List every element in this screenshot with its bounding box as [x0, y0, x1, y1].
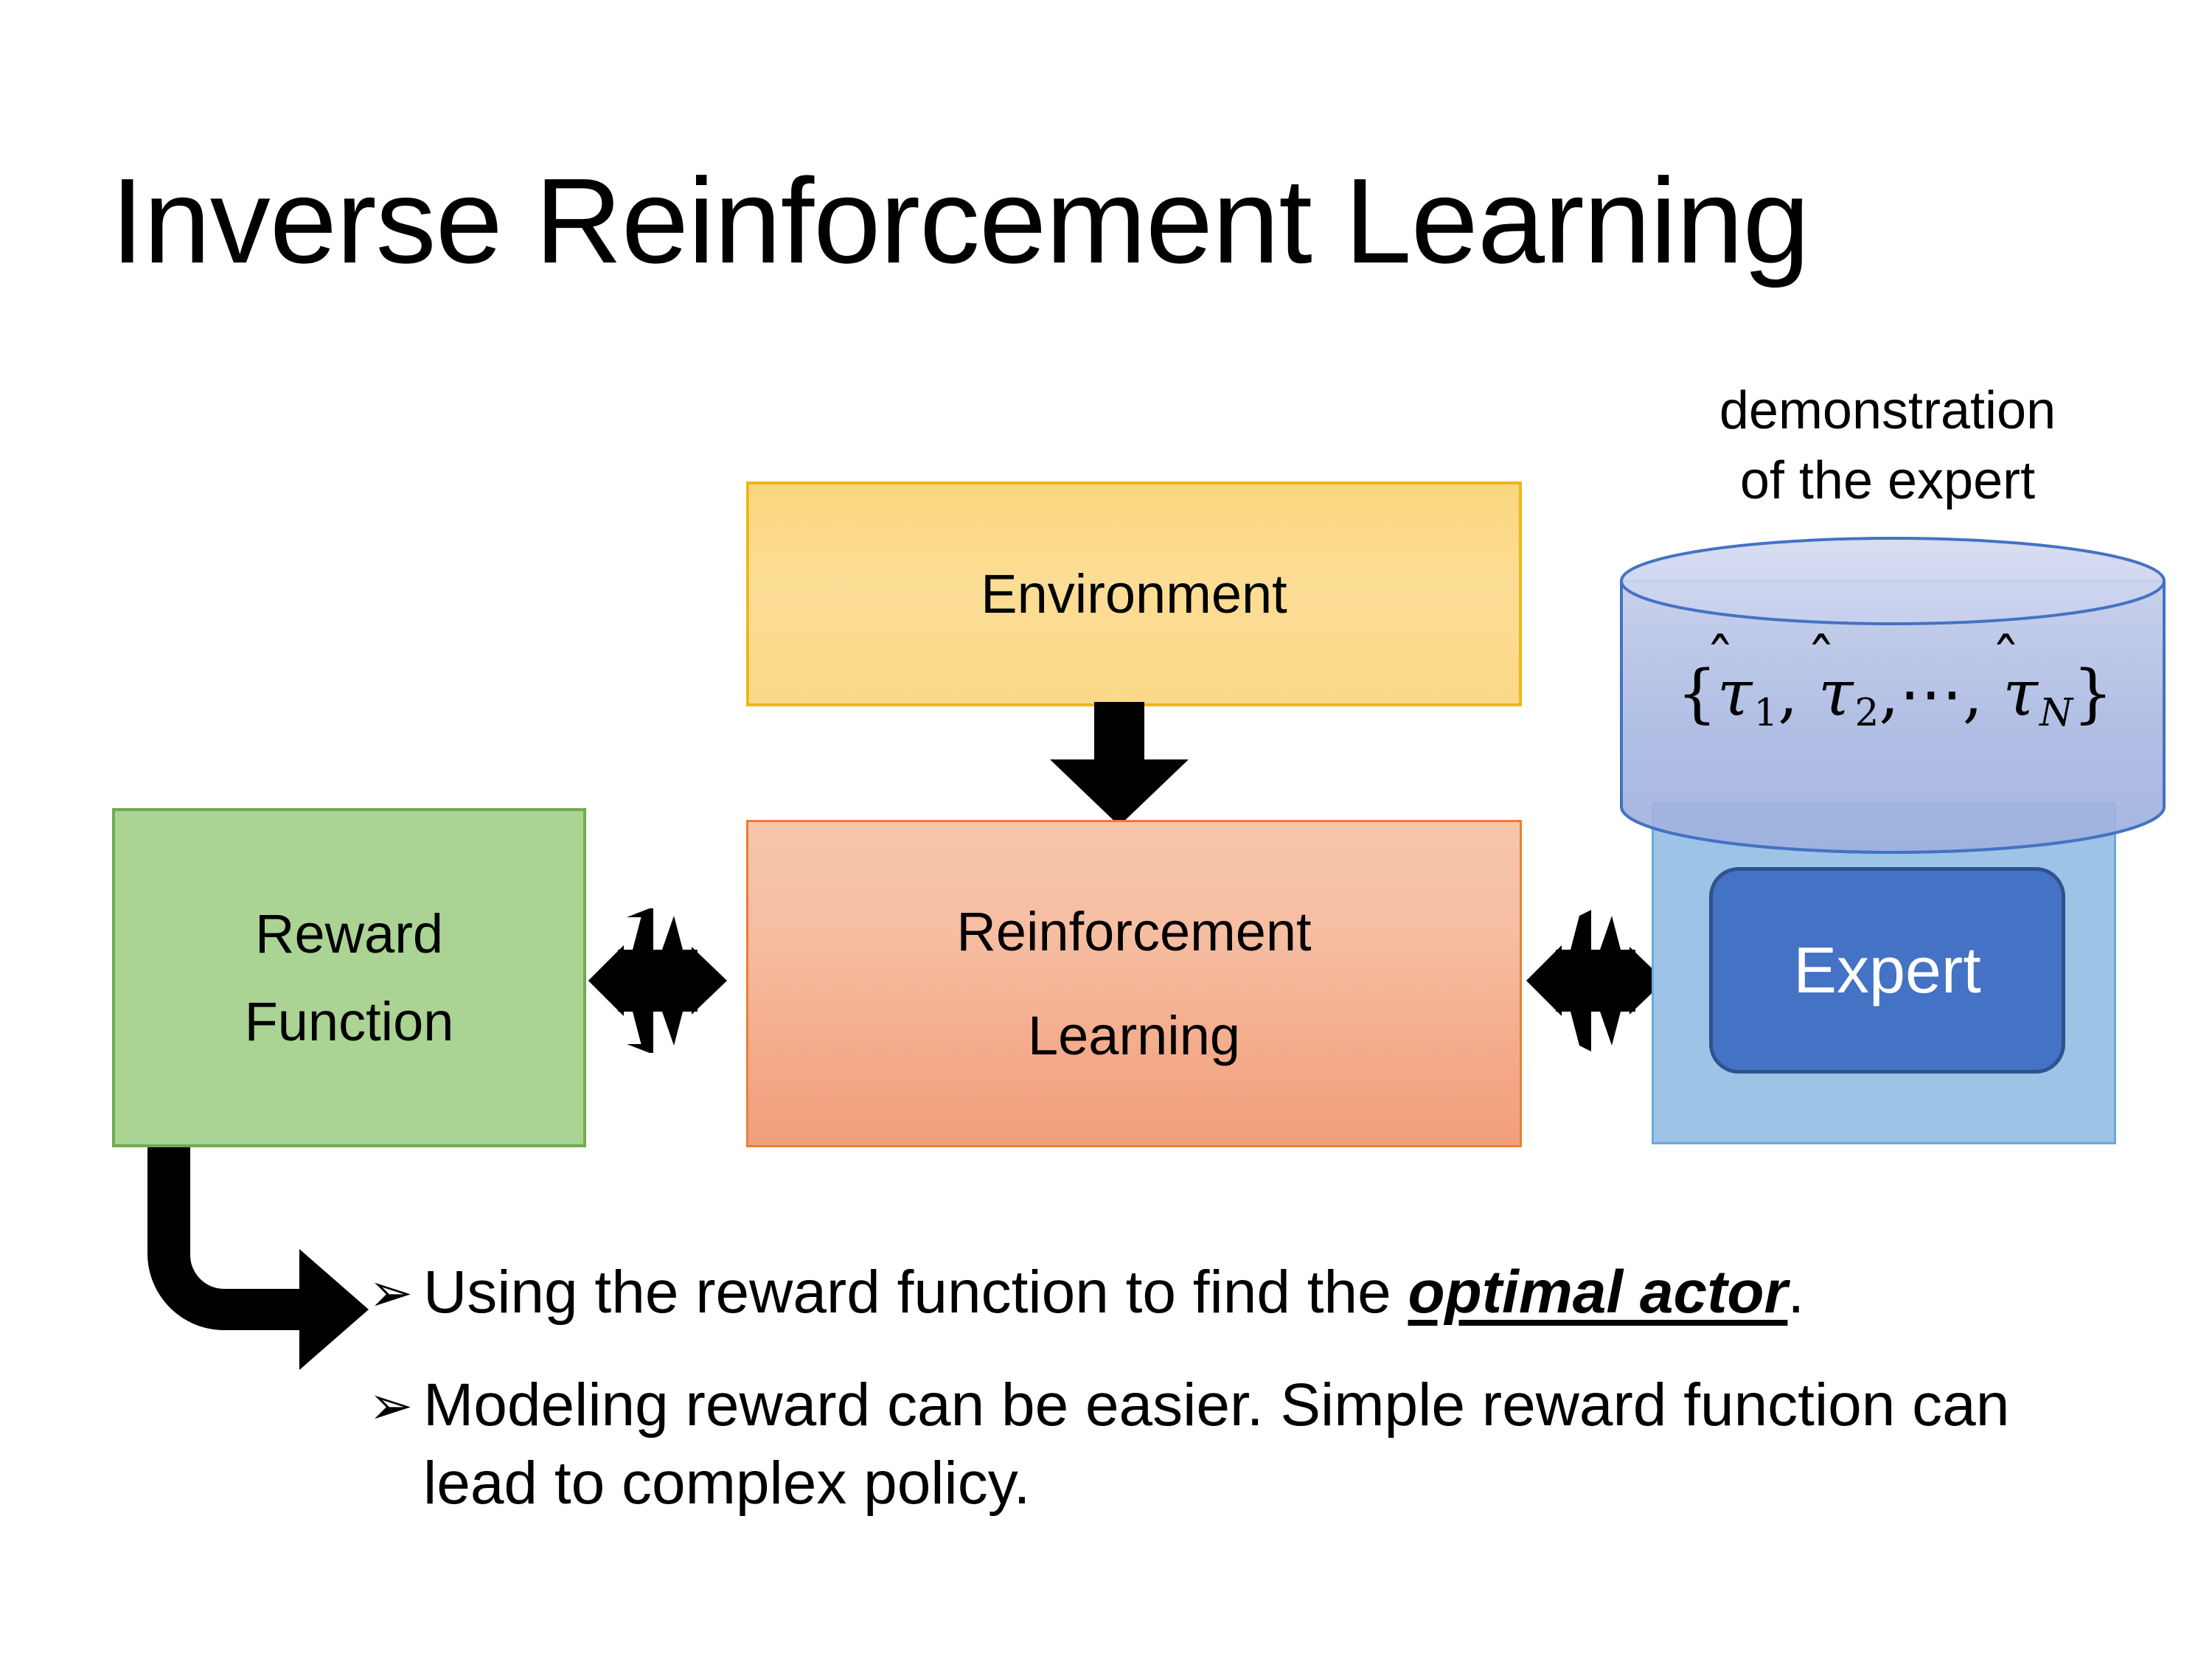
tau-hat-1: ̂τ [1717, 662, 1753, 726]
double-headed-arrow-reward-rl [588, 907, 727, 1054]
set-open-brace: { [1677, 657, 1717, 731]
page-title: Inverse Reinforcement Learning [111, 153, 1810, 288]
double-headed-arrow-rl-expert [1526, 908, 1665, 1053]
comma-1: , [1778, 657, 1798, 731]
reinforcement-learning-label-line1: Reinforcement [956, 900, 1312, 962]
reinforcement-learning-box[interactable]: Reinforcement Learning [746, 820, 1522, 1147]
elbow-arrow-icon [147, 1147, 428, 1376]
trajectory-set-formula: {̂τ1, ̂τ2,⋯, ̂τN} [1622, 662, 2168, 733]
bullet-arrow-icon: ➢ [369, 1376, 414, 1436]
list-item: ➢ Modeling reward can be easier. Simple … [369, 1366, 2109, 1523]
set-close-brace: } [2073, 657, 2113, 731]
environment-box-label: Environment [981, 563, 1287, 625]
ellipsis: ⋯ [1899, 657, 1963, 731]
bullet-1-before: Using the reward function to find the [423, 1259, 1408, 1326]
list-item: ➢ Using the reward function to find the … [369, 1253, 2109, 1332]
comma-3: , [1962, 657, 1983, 731]
demonstration-caption: demonstration of the expert [1622, 376, 2153, 516]
tau-subscript-2: 2 [1854, 691, 1879, 736]
bullet-1-emphasis: optimal actor [1408, 1259, 1788, 1326]
tau-symbol: τ [2003, 657, 2038, 731]
reward-function-box[interactable]: Reward Function [112, 808, 586, 1147]
reward-function-label-line2: Function [244, 991, 454, 1052]
tau-symbol: τ [1818, 657, 1854, 731]
down-arrow-icon [1050, 702, 1189, 826]
bullet-arrow-icon: ➢ [369, 1264, 414, 1323]
demonstration-caption-line1: demonstration [1719, 381, 2056, 440]
tau-hat-n: ̂τ [2003, 662, 2038, 726]
reinforcement-learning-label-line2: Learning [1027, 1005, 1240, 1066]
tau-subscript-n: N [2039, 691, 2073, 736]
bullet-1-after: . [1787, 1259, 1805, 1326]
bullet-text-1: Using the reward function to find the op… [423, 1253, 2109, 1332]
expert-button-label: Expert [1793, 933, 1981, 1006]
bullet-list: ➢ Using the reward function to find the … [369, 1253, 2109, 1557]
tau-subscript-1: 1 [1753, 691, 1778, 736]
comma-2: , [1879, 657, 1899, 731]
demonstration-cylinder-icon [1618, 535, 2168, 860]
environment-box[interactable]: Environment [746, 481, 1522, 706]
reward-function-label-line1: Reward [255, 902, 443, 964]
bullet-text-2: Modeling reward can be easier. Simple re… [423, 1371, 2010, 1517]
tau-hat-2: ̂τ [1818, 662, 1854, 726]
tau-symbol: τ [1717, 657, 1753, 731]
expert-group: demonstration of the expert Expert [1620, 369, 2183, 1180]
expert-button[interactable]: Expert [1709, 867, 2065, 1074]
demonstration-caption-line2: of the expert [1739, 451, 2036, 511]
